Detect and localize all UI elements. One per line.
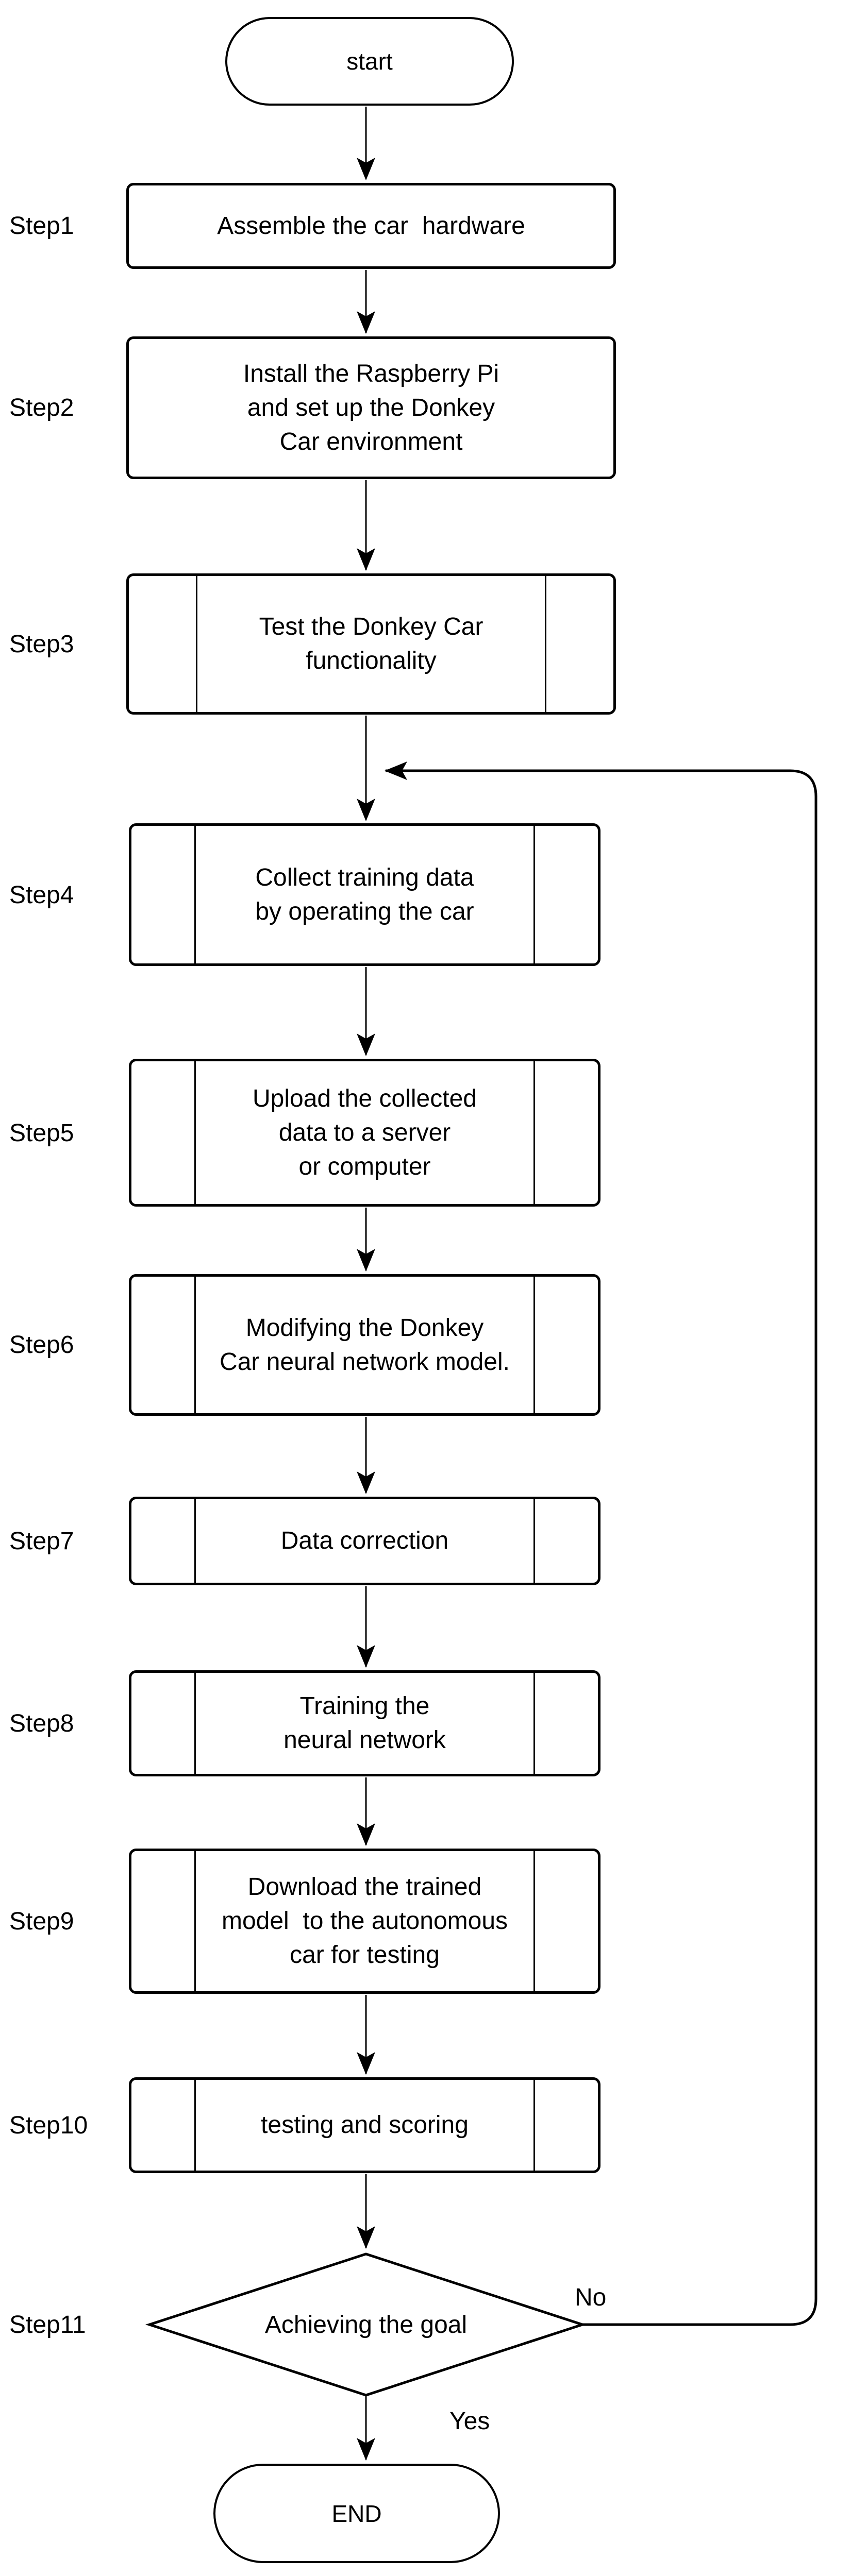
step2-process-box: Install the Raspberry Pi and set up the … (126, 336, 616, 479)
step8-left-bar (194, 1673, 196, 1774)
step4-left-bar (194, 826, 196, 963)
step3-right-bar (545, 576, 546, 712)
step5-text-line2: data to a server (278, 1118, 451, 1146)
step7-text: Data correction (280, 1527, 449, 1554)
step10-label: Step10 (9, 2111, 88, 2139)
step1-text: Assemble the car hardware (217, 212, 525, 240)
step4-right-bar (533, 826, 535, 963)
step2-label: Step2 (9, 394, 74, 421)
start-terminator: start (225, 17, 514, 106)
no-loop-connector (385, 761, 817, 2326)
step8-text-line1: Training the (299, 1692, 430, 1720)
step6-text-line2: Car neural network model. (220, 1348, 510, 1376)
step5-text-line1: Upload the collected (253, 1084, 477, 1112)
step9-text-line2: model to the autonomous (221, 1907, 508, 1935)
step9-text-line3: car for testing (290, 1941, 440, 1969)
step9-predefined-box: Download the trained model to the autono… (129, 1849, 600, 1994)
step6-left-bar (194, 1277, 196, 1413)
step2-text-line1: Install the Raspberry Pi (243, 360, 499, 387)
step7-right-bar (533, 1499, 535, 1583)
step8-right-bar (533, 1673, 535, 1774)
start-label: start (346, 48, 393, 75)
step2-text-line3: Car environment (279, 428, 463, 455)
step9-text-line1: Download the trained (247, 1873, 482, 1901)
step3-left-bar (196, 576, 197, 712)
decision-yes-branch-label: Yes (449, 2408, 490, 2435)
step4-text-line2: by operating the car (255, 897, 474, 925)
step6-predefined-box: Modifying the Donkey Car neural network … (129, 1274, 600, 1416)
step3-text-line2: functionality (306, 647, 437, 674)
step10-predefined-box: testing and scoring (129, 2077, 600, 2173)
step6-right-bar (533, 1277, 535, 1413)
step4-predefined-box: Collect training data by operating the c… (129, 823, 600, 966)
step9-right-bar (533, 1851, 535, 1991)
step3-text-line1: Test the Donkey Car (259, 613, 483, 640)
step10-left-bar (194, 2080, 196, 2171)
decision-no-branch-label: No (575, 2284, 607, 2311)
step5-text-line3: or computer (298, 1153, 431, 1180)
step9-label: Step9 (9, 1907, 74, 1935)
step1-label: Step1 (9, 212, 74, 240)
step2-text-line2: and set up the Donkey (247, 394, 495, 421)
step5-right-bar (533, 1061, 535, 1204)
end-terminator: END (213, 2464, 500, 2563)
step7-predefined-box: Data correction (129, 1497, 600, 1585)
step10-text: testing and scoring (261, 2111, 469, 2139)
step3-predefined-box: Test the Donkey Car functionality (126, 573, 616, 715)
step1-process-box: Assemble the car hardware (126, 183, 616, 269)
decision-text: Achieving the goal (264, 2311, 468, 2338)
step5-predefined-box: Upload the collected data to a server or… (129, 1059, 600, 1207)
step9-left-bar (194, 1851, 196, 1991)
step6-text-line1: Modifying the Donkey (245, 1314, 484, 1342)
step8-text-line2: neural network (283, 1726, 446, 1754)
step3-label: Step3 (9, 630, 74, 658)
step10-right-bar (533, 2080, 535, 2171)
step6-label: Step6 (9, 1331, 74, 1359)
decision-diamond-shape (145, 2252, 587, 2397)
step8-predefined-box: Training the neural network (129, 1670, 600, 1776)
step11-label: Step11 (9, 2311, 86, 2338)
step4-label: Step4 (9, 881, 74, 909)
step5-left-bar (194, 1061, 196, 1204)
step4-text-line1: Collect training data (255, 863, 474, 891)
step7-left-bar (194, 1499, 196, 1583)
step5-label: Step5 (9, 1119, 74, 1147)
step8-label: Step8 (9, 1709, 74, 1737)
end-label: END (331, 2500, 382, 2527)
step7-label: Step7 (9, 1527, 74, 1555)
